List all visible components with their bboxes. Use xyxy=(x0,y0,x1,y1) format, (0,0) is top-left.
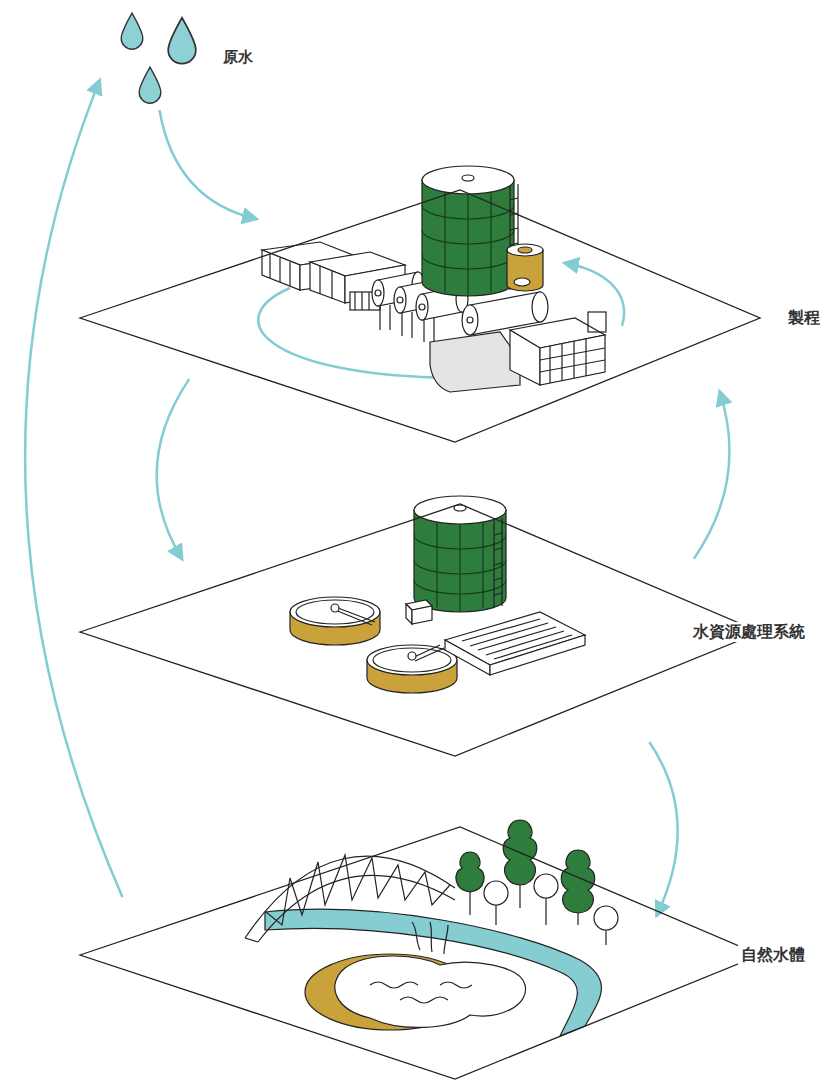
flow-arrow xyxy=(157,379,190,559)
nature-scene xyxy=(245,820,618,1036)
process-tank xyxy=(422,166,543,296)
flow-arrow xyxy=(694,392,730,559)
node-label: 水資源處理系統 xyxy=(690,622,808,641)
treatment-plant xyxy=(290,496,585,693)
flow-arrow xyxy=(160,110,257,219)
process-plane: 製程 xyxy=(78,188,820,446)
flow-arrow xyxy=(649,742,677,915)
node-label: 原水 xyxy=(220,48,256,66)
node-shape xyxy=(78,188,820,446)
flow-arrow xyxy=(25,81,122,898)
factory xyxy=(262,242,606,392)
treatment-plane: 水資源處理系統 xyxy=(78,502,820,760)
node-shape xyxy=(78,825,820,1083)
raw-water-node: 原水 xyxy=(110,5,260,110)
nature-plane: 自然水體 xyxy=(78,825,820,1083)
node-label: 製程 xyxy=(785,308,823,327)
node-label: 自然水體 xyxy=(738,945,808,964)
